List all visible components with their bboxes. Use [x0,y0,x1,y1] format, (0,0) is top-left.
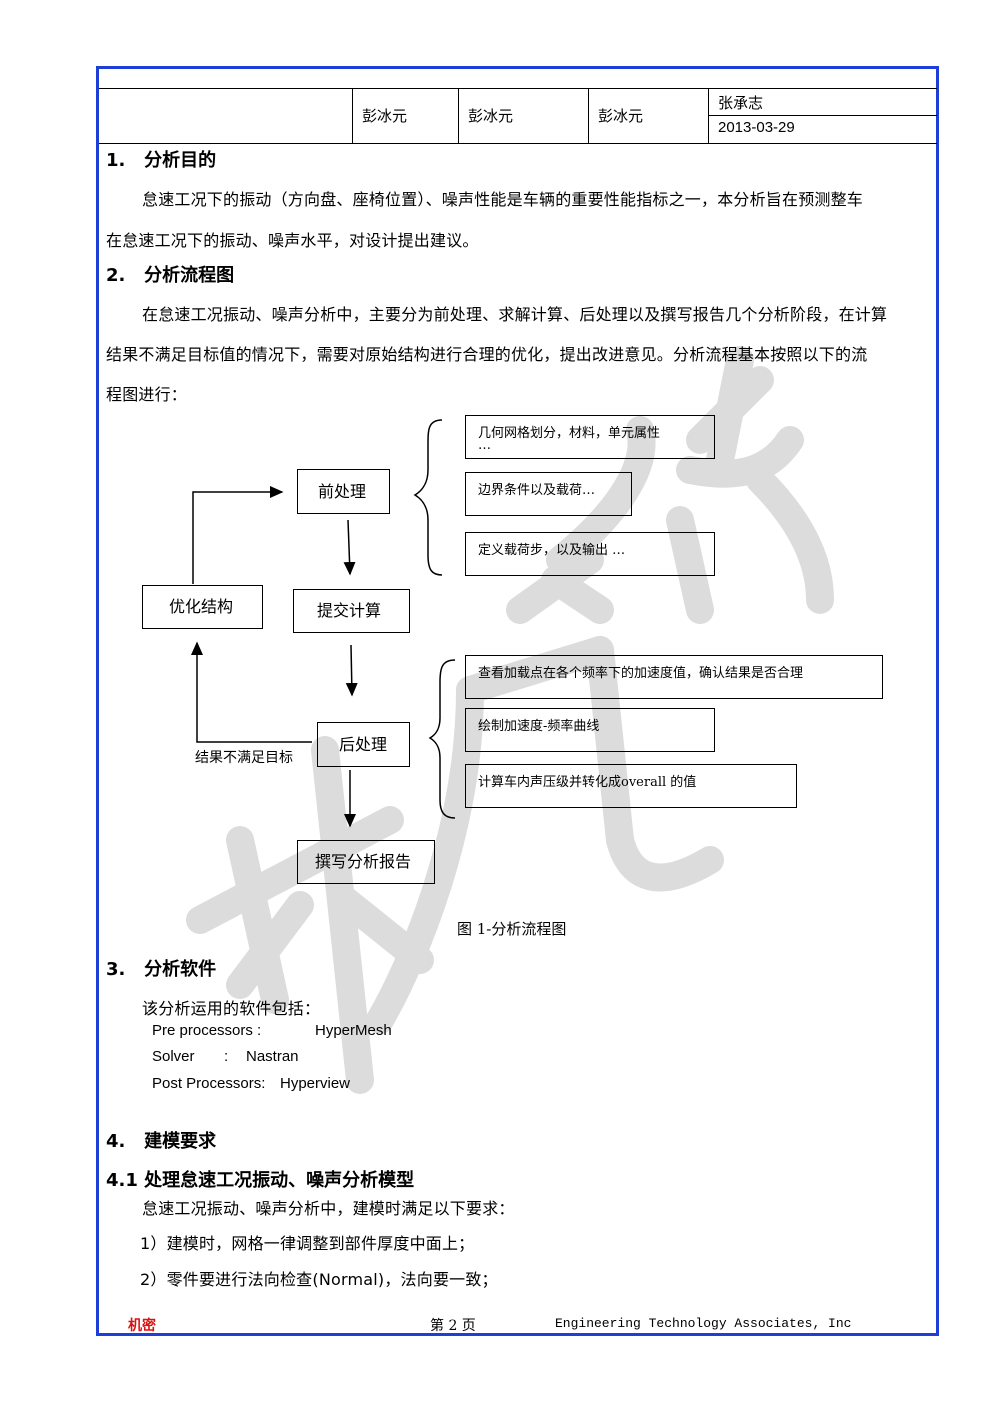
post-item-box-3: 计算车内声压级并转化成overall 的值 [465,764,797,808]
section-4-1-item-2: 2）零件要进行法向检查(Normal)，法向要一致； [140,1270,498,1289]
software-solver-label: Solver [152,1048,195,1065]
section-3-title: 3. 分析软件 [106,959,217,980]
header-name: 张承志 [718,94,764,112]
flow-box-report: 撰写分析报告 [297,840,435,884]
pre-item-box-1: 几何网格划分，材料，单元属性 … [465,415,715,459]
page-border [96,66,939,1336]
flow-label-optimize: 优化结构 [169,597,234,616]
flow-label-submit: 提交计算 [317,601,382,620]
pre-item-1-cont: … [478,438,491,453]
software-pre-label: Pre processors : [152,1022,262,1039]
section-4-1-intro: 怠速工况振动、噪声分析中，建模时满足以下要求： [142,1199,515,1218]
section-2-para-line-1: 在怠速工况振动、噪声分析中，主要分为前处理、求解计算、后处理以及撰写报告几个分析… [142,305,888,324]
section-2-para-line-3: 程图进行： [106,385,188,404]
post-item-3: 计算车内声压级并转化成overall 的值 [478,775,697,790]
software-post-value: Hyperview [280,1075,351,1092]
flow-box-postprocess: 后处理 [317,722,410,767]
section-2-title: 2. 分析流程图 [106,265,235,286]
pre-item-3: 定义载荷步，以及输出 … [478,543,626,558]
flow-fail-label: 结果不满足目标 [195,750,293,766]
post-item-box-1: 查看加载点在各个频率下的加速度值，确认结果是否合理 [465,655,883,699]
flow-label-report: 撰写分析报告 [315,852,412,871]
section-4-title: 4. 建模要求 [106,1131,217,1152]
flow-label-postprocess: 后处理 [339,735,388,754]
post-item-box-2: 绘制加速度-频率曲线 [465,708,715,752]
header-date: 2013-03-29 [718,119,795,136]
flow-box-optimize: 优化结构 [142,585,263,629]
figure-caption: 图 1-分析流程图 [457,920,567,938]
header-cell-2: 彭冰元 [468,107,514,125]
software-pre-value: HyperMesh [315,1022,392,1039]
section-1-para-line-1: 怠速工况下的振动（方向盘、座椅位置）、噪声性能是车辆的重要性能指标之一，本分析旨… [142,190,864,209]
section-4-1-item-1: 1）建模时，网格一律调整到部件厚度中面上； [140,1234,475,1253]
footer-page-number: 第 2 页 [430,1318,476,1334]
software-solver-value: Nastran [246,1048,299,1065]
header-cell-1: 彭冰元 [362,107,408,125]
section-3-intro: 该分析运用的软件包括： [142,999,321,1018]
flow-box-submit: 提交计算 [293,589,410,633]
post-item-1: 查看加载点在各个频率下的加速度值，确认结果是否合理 [478,666,804,681]
section-2-para-line-2: 结果不满足目标值的情况下，需要对原始结构进行合理的优化，提出改进意见。分析流程基… [106,345,868,364]
flow-label-preprocess: 前处理 [318,482,367,501]
post-item-2: 绘制加速度-频率曲线 [478,719,600,734]
software-post-label: Post Processors: [152,1075,266,1092]
pre-item-box-3: 定义载荷步，以及输出 … [465,532,715,576]
pre-item-1: 几何网格划分，材料，单元属性 [478,426,661,441]
section-1-title: 1. 分析目的 [106,150,217,171]
software-solver-sep: : [224,1048,229,1065]
flow-box-preprocess: 前处理 [297,469,390,514]
pre-item-box-2: 边界条件以及载荷… [465,472,632,516]
header-cell-3: 彭冰元 [598,107,644,125]
pre-item-2: 边界条件以及载荷… [478,483,596,498]
footer-company: Engineering Technology Associates, Inc [555,1316,852,1331]
section-4-1-title: 4.1 处理怠速工况振动、噪声分析模型 [106,1170,415,1191]
section-1-para-line-2: 在怠速工况下的振动、噪声水平，对设计提出建议。 [106,231,479,250]
footer-confidential: 机密 [128,1318,156,1334]
